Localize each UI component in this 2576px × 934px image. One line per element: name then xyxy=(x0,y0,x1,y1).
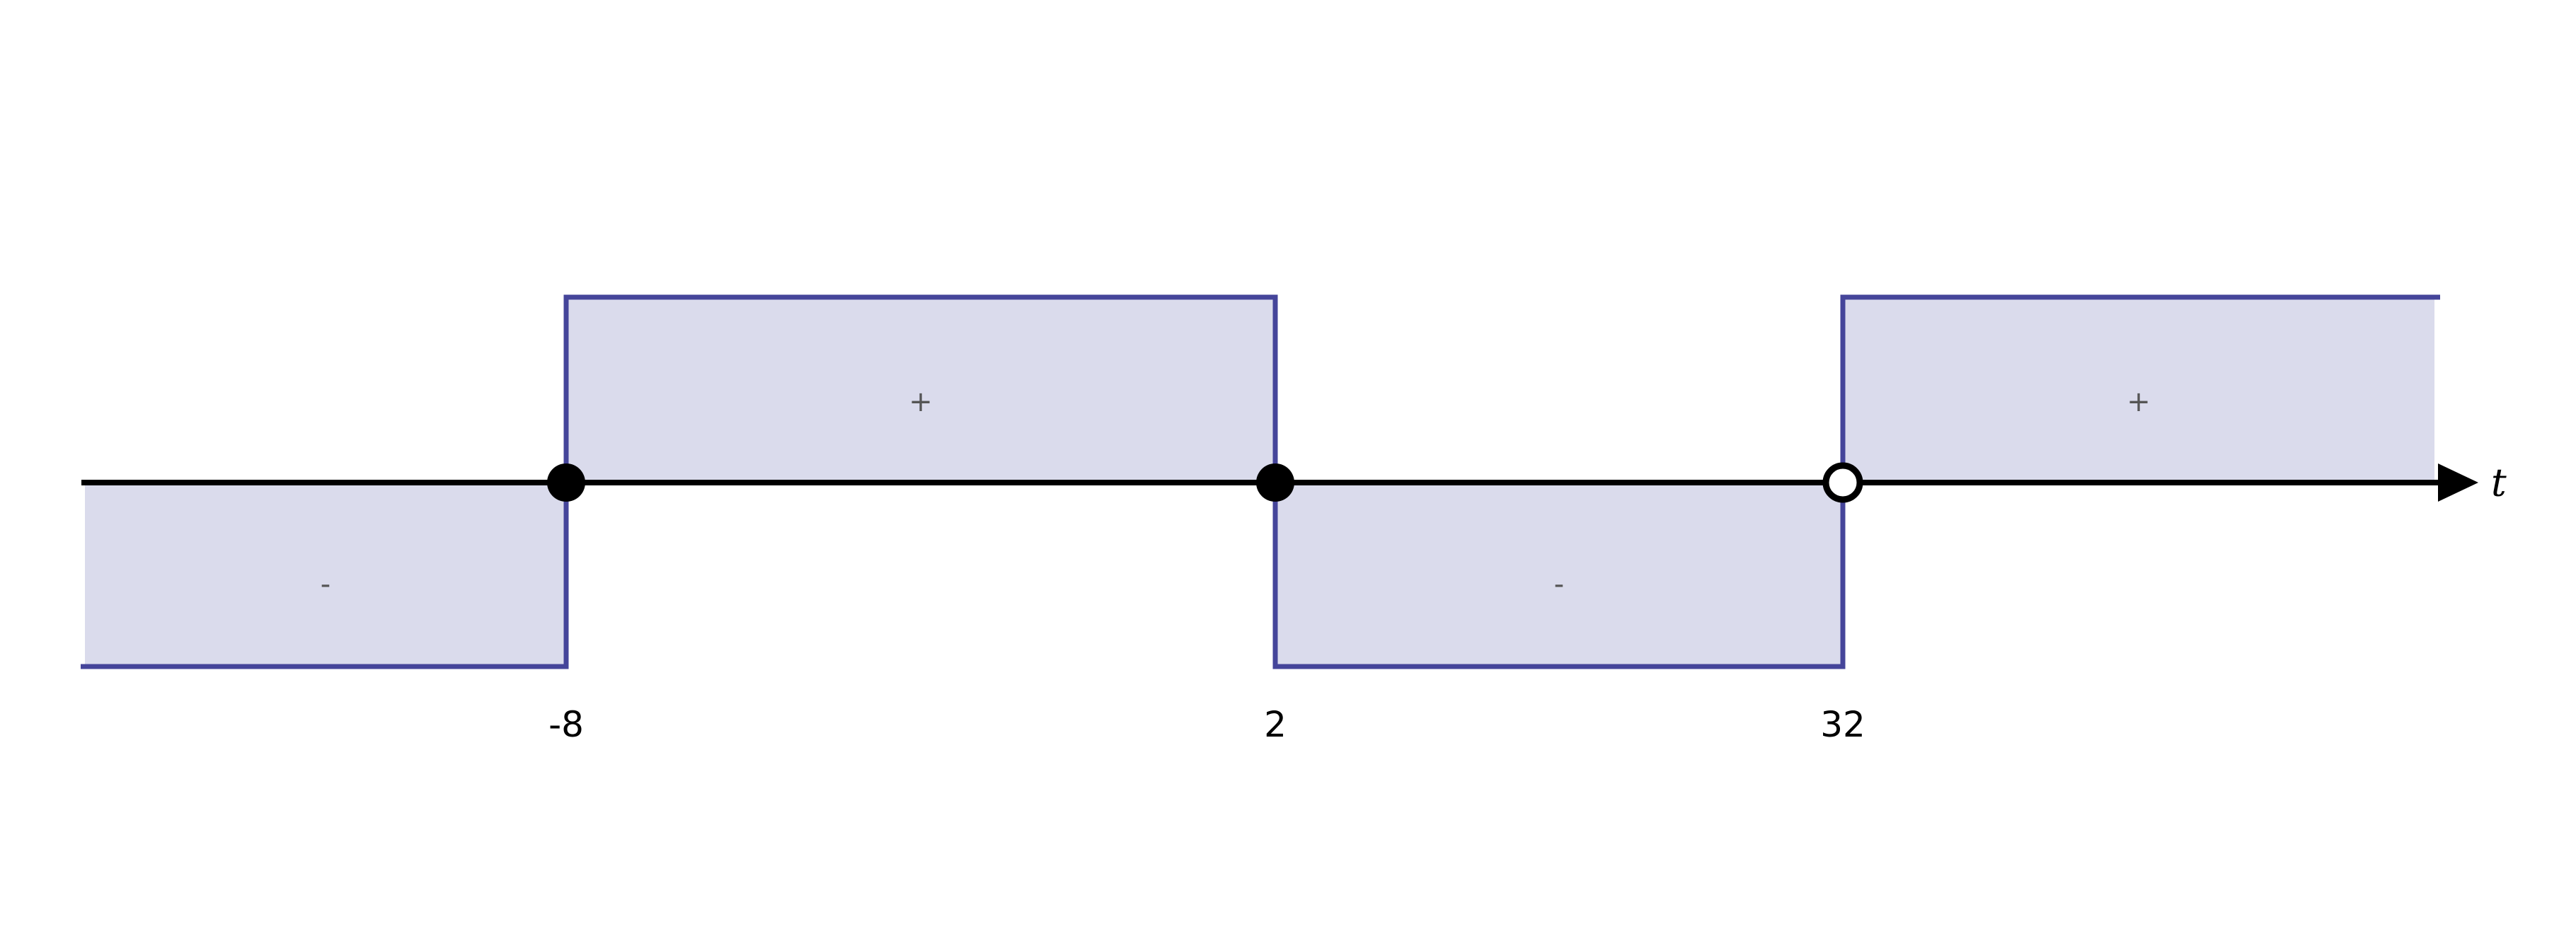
sign-regions xyxy=(81,294,2440,669)
critical-point-label-2: 2 xyxy=(1264,704,1287,745)
critical-point-label-1: -8 xyxy=(548,704,584,745)
interval-outline-3 xyxy=(1272,483,1846,669)
interval-fill-2 xyxy=(566,297,1275,483)
critical-point-markers xyxy=(547,462,1863,503)
axis-arrowhead xyxy=(2438,463,2478,502)
interval-outline-1 xyxy=(81,483,569,669)
interval-sign-4: + xyxy=(2127,386,2151,418)
interval-sign-2: + xyxy=(909,386,933,418)
axis-label: t xyxy=(2491,461,2507,505)
interval-sign-3: - xyxy=(1554,568,1564,601)
closed-point-marker-2 xyxy=(1256,463,1294,502)
interval-fill-3 xyxy=(1275,483,1843,667)
tick-labels: -8 2 32 xyxy=(548,704,1865,745)
open-point-marker-3 xyxy=(1822,462,1863,503)
interval-outline-4 xyxy=(1840,294,2440,483)
interval-fill-1 xyxy=(85,483,566,667)
closed-point-marker-1 xyxy=(547,463,585,502)
interval-outline-2 xyxy=(563,294,1278,483)
interval-fill-4 xyxy=(1843,297,2434,483)
interval-sign-1: - xyxy=(321,568,330,601)
sign-labels: - + - + xyxy=(321,386,2151,601)
critical-point-label-3: 32 xyxy=(1820,704,1865,745)
